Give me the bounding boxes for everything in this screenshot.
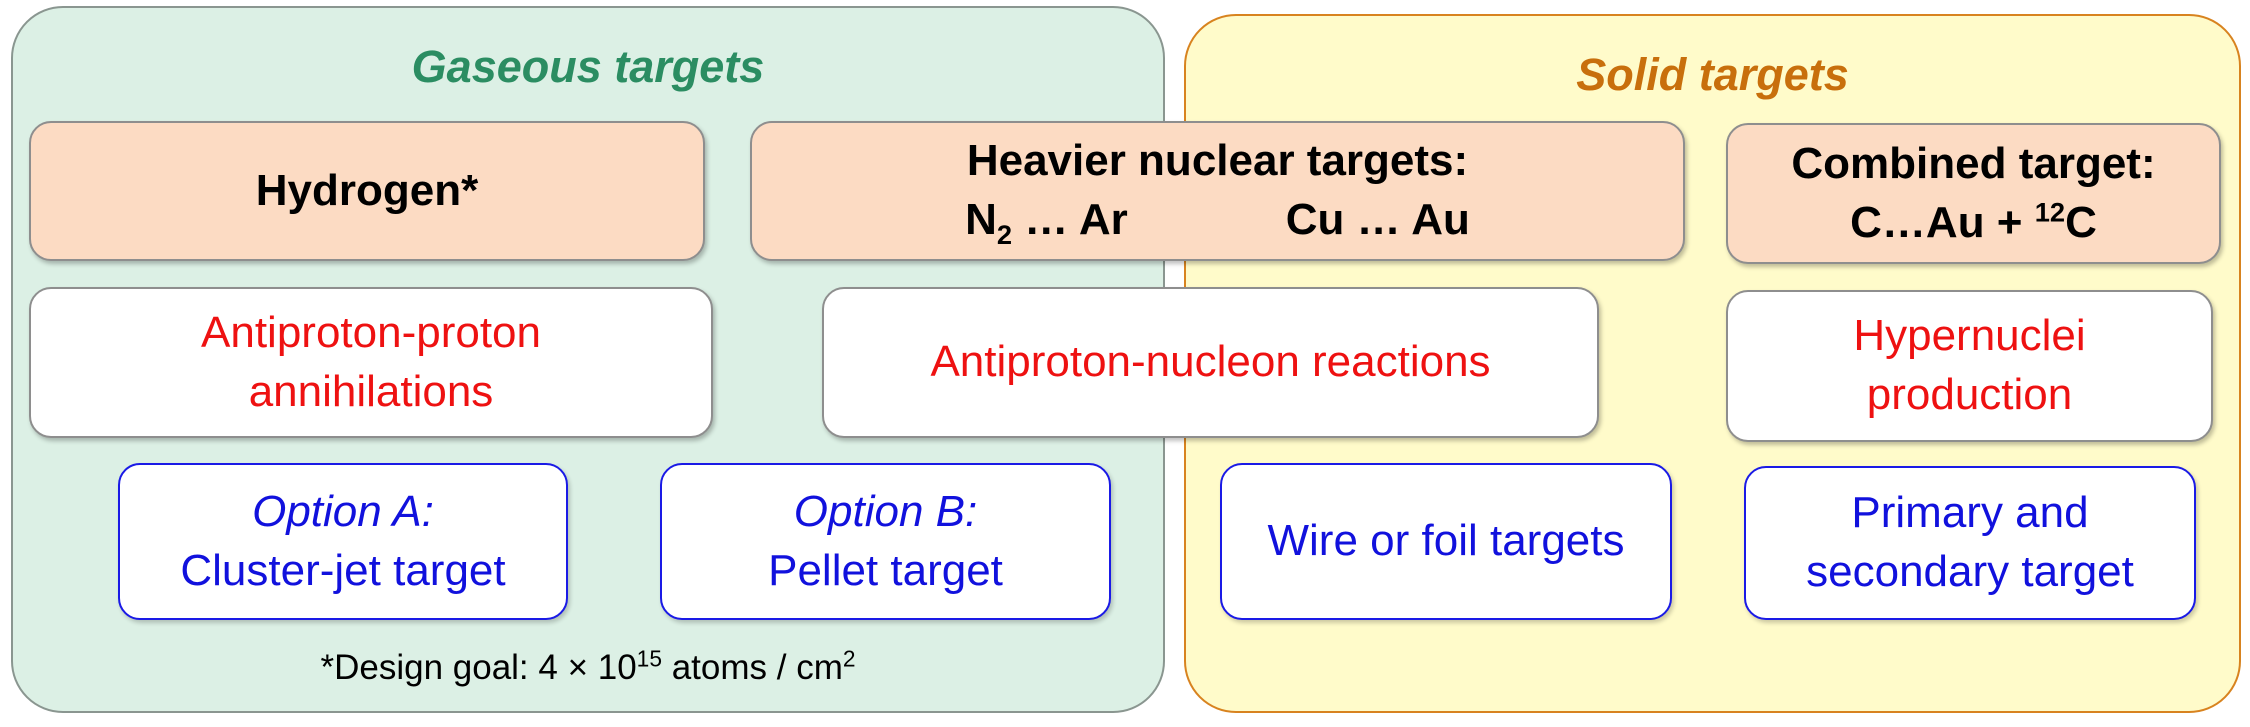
antiproton-nucleon-box: Antiproton-nucleon reactions <box>822 287 1599 438</box>
gaseous-targets-title: Gaseous targets <box>411 41 765 92</box>
heavier-targets-title: Heavier nuclear targets: <box>966 136 1469 186</box>
footnote-exponent: 15 <box>636 645 662 672</box>
footnote-prefix: *Design goal: 4 × 10 <box>320 648 637 687</box>
combined-formula-mass-number: 12 <box>2034 195 2066 227</box>
footnote-middle: atoms / cm <box>661 648 843 687</box>
antiproton-proton-line1: Antiproton-proton <box>201 307 541 357</box>
combined-target-formula: C…Au + 12C <box>1850 194 2097 253</box>
footnote-unit-exponent: 2 <box>842 645 856 672</box>
option-a-label: Option A: <box>252 486 434 536</box>
primary-secondary-target-box: Primary and secondary target <box>1744 466 2196 620</box>
solid-targets-title: Solid targets <box>1576 49 1849 100</box>
primary-secondary-line2: secondary target <box>1806 547 2134 596</box>
option-a-name: Cluster-jet target <box>180 545 506 595</box>
hydrogen-target-label: Hydrogen* <box>255 165 479 215</box>
combined-target-title: Combined target: <box>1791 138 2156 188</box>
heavier-nuclear-targets-box: Heavier nuclear targets: N2 … Ar Cu … Au <box>750 121 1685 261</box>
light-range-subscript: 2 <box>996 218 1013 250</box>
option-b-label: Option B: <box>793 486 978 536</box>
option-b-name: Pellet target <box>768 545 1003 595</box>
primary-secondary-line1: Primary and <box>1851 488 2089 538</box>
antiproton-proton-line2: annihilations <box>248 366 494 416</box>
design-goal-footnote: *Design goal: 4 × 1015 atoms / cm2 <box>11 645 1165 688</box>
combined-target-box: Combined target: C…Au + 12C <box>1726 123 2221 264</box>
hypernuclei-box: Hypernuclei production <box>1726 290 2213 442</box>
option-b-box: Option B: Pellet target <box>660 463 1111 620</box>
wire-foil-targets-box: Wire or foil targets <box>1220 463 1672 620</box>
light-range-element: N <box>965 195 997 244</box>
combined-formula-element: C <box>2065 197 2097 247</box>
antiproton-proton-box: Antiproton-proton annihilations <box>29 287 713 438</box>
hypernuclei-line1: Hypernuclei <box>1853 311 2086 361</box>
option-a-box: Option A: Cluster-jet target <box>118 463 568 620</box>
hydrogen-target-box: Hydrogen* <box>29 121 705 261</box>
light-range-rest: … Ar <box>1012 195 1128 244</box>
wire-foil-targets-label: Wire or foil targets <box>1267 516 1625 566</box>
heavier-targets-range: N2 … Ar Cu … Au <box>965 191 1470 250</box>
combined-formula-prefix: C…Au + <box>1850 197 2035 247</box>
antiproton-nucleon-label: Antiproton-nucleon reactions <box>930 337 1491 387</box>
hypernuclei-line2: production <box>1866 370 2073 419</box>
heavy-range: Cu … Au <box>1285 195 1470 244</box>
